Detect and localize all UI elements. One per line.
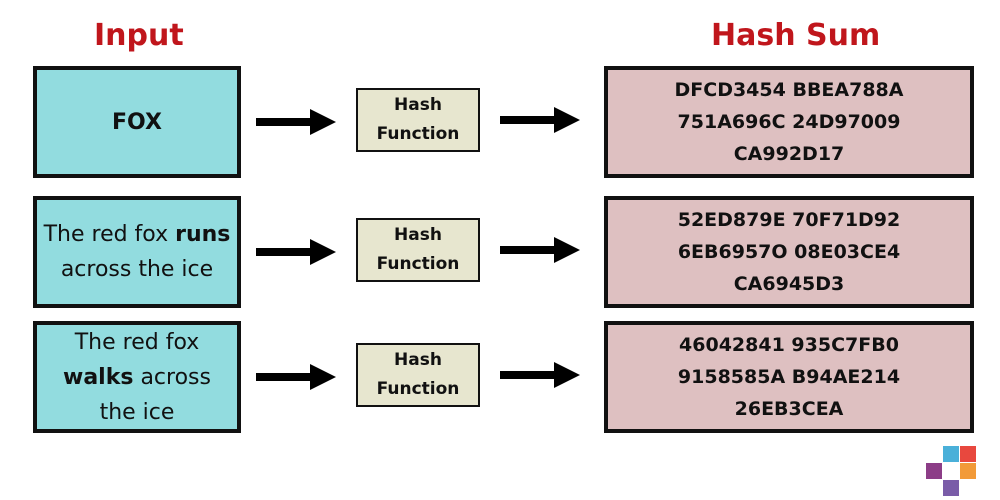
hash-line: 52ED879E 70F71D92 bbox=[677, 209, 901, 231]
function-label-line: Function bbox=[376, 124, 460, 144]
hash-line: CA6945D3 bbox=[733, 273, 845, 295]
right-arrow-icon bbox=[256, 109, 336, 135]
hash-line: 46042841 935C7FB0 bbox=[679, 334, 899, 356]
hash-sum-box: 46042841 935C7FB0 9158585A B94AE214 26EB… bbox=[604, 321, 974, 433]
input-heading: Input bbox=[94, 18, 184, 53]
input-emphasis: runs bbox=[175, 222, 231, 247]
input-text: The red fox bbox=[43, 222, 176, 247]
input-box: FOX bbox=[33, 66, 241, 178]
input-text-line: across the ice bbox=[44, 252, 231, 287]
function-label-line: Hash bbox=[394, 95, 442, 115]
hash-row-1: FOX Hash Function DFCD3454 BBEA788A 751A… bbox=[0, 66, 1000, 178]
hash-sum-heading: Hash Sum bbox=[711, 18, 881, 53]
input-text: across the ice bbox=[60, 257, 214, 282]
hash-function-box: Hash Function bbox=[356, 218, 480, 282]
right-arrow-icon bbox=[500, 362, 580, 388]
right-arrow-icon bbox=[256, 364, 336, 390]
input-text: The red fox bbox=[74, 329, 200, 355]
right-arrow-icon bbox=[500, 237, 580, 263]
input-text-line: FOX bbox=[112, 105, 162, 140]
input-text-line: walks across bbox=[63, 360, 211, 395]
input-text-line: the ice bbox=[63, 395, 211, 430]
hash-line: 9158585A B94AE214 bbox=[677, 366, 901, 388]
input-text: the ice bbox=[99, 399, 175, 425]
hash-line: 26EB3CEA bbox=[734, 398, 844, 420]
input-emphasis: walks bbox=[63, 364, 134, 390]
function-label-line: Function bbox=[376, 254, 460, 274]
input-text: across bbox=[133, 364, 211, 390]
hash-sum-box: 52ED879E 70F71D92 6EB6957O 08E03CE4 CA69… bbox=[604, 196, 974, 308]
right-arrow-icon bbox=[500, 107, 580, 133]
right-arrow-icon bbox=[256, 239, 336, 265]
hash-line: 751A696C 24D97009 bbox=[677, 111, 901, 133]
hash-sum-box: DFCD3454 BBEA788A 751A696C 24D97009 CA99… bbox=[604, 66, 974, 178]
input-text-line: The red fox runs bbox=[44, 217, 231, 252]
hash-function-box: Hash Function bbox=[356, 88, 480, 152]
input-box: The red fox walks across the ice bbox=[33, 321, 241, 433]
function-label-line: Function bbox=[376, 379, 460, 399]
function-label-line: Hash bbox=[394, 225, 442, 245]
hash-row-3: The red fox walks across the ice Hash Func… bbox=[0, 321, 1000, 433]
hash-function-box: Hash Function bbox=[356, 343, 480, 407]
hash-line: DFCD3454 BBEA788A bbox=[674, 79, 904, 101]
input-emphasis: FOX bbox=[112, 109, 162, 135]
hash-line: CA992D17 bbox=[733, 143, 845, 165]
hash-row-2: The red fox runs across the ice Hash Func… bbox=[0, 196, 1000, 308]
logo-icon bbox=[926, 446, 976, 496]
function-label-line: Hash bbox=[394, 350, 442, 370]
input-text-line: The red fox bbox=[63, 325, 211, 360]
hash-line: 6EB6957O 08E03CE4 bbox=[677, 241, 901, 263]
input-box: The red fox runs across the ice bbox=[33, 196, 241, 308]
